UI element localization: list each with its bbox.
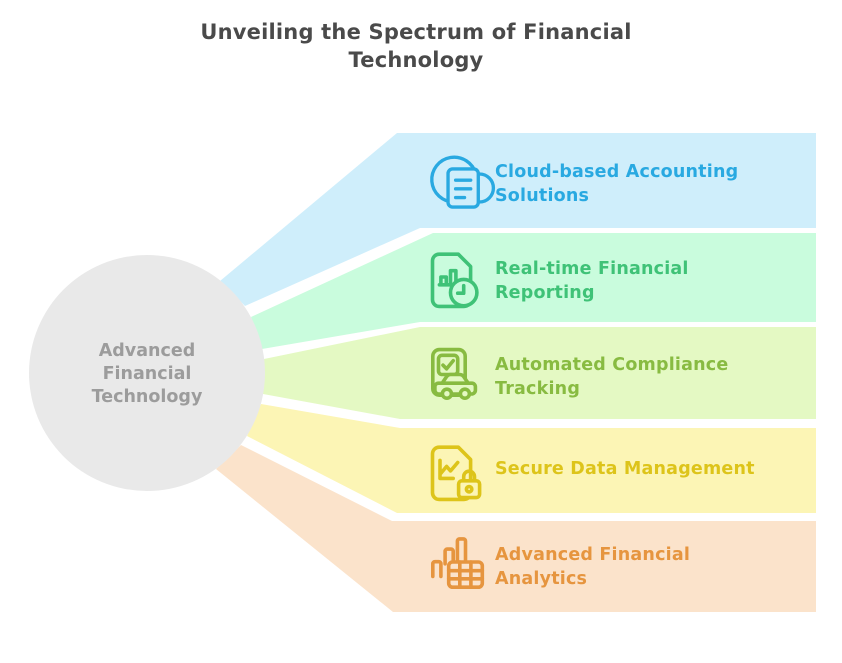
band-label-line-1: Cloud-based Accounting — [495, 162, 738, 182]
line-chart — [438, 458, 460, 481]
band-label-line-1: Automated Compliance — [495, 355, 728, 375]
cloud-outline — [430, 155, 496, 204]
band-label-line-1: Real-time Financial — [495, 259, 689, 279]
band-realtime-reporting: Real-time Financial Reporting — [251, 233, 816, 349]
band-shape — [263, 327, 816, 419]
center-label-line-1: Advanced — [99, 341, 196, 361]
table-grid — [446, 560, 485, 589]
band-financial-analytics: Advanced Financial Analytics — [216, 445, 816, 612]
cloud-document-icon — [430, 155, 496, 209]
band-label-line-2: Tracking — [495, 379, 580, 399]
band-compliance-tracking: Automated Compliance Tracking — [263, 327, 816, 419]
bar-chart-bars — [431, 537, 468, 579]
bar-chart-table-icon — [431, 537, 485, 589]
clock-hands — [455, 283, 466, 295]
center-label-line-3: Technology — [92, 387, 203, 407]
page-title-line-1: Unveiling the Spectrum of Financial — [200, 20, 631, 44]
lock-body — [456, 479, 482, 500]
band-shape — [247, 404, 816, 513]
checklist-card-car-icon — [430, 347, 478, 400]
band-shape — [220, 133, 816, 306]
document-chart-lock-icon — [430, 445, 482, 502]
document-chart-clock-icon — [430, 252, 479, 309]
band-shape — [216, 445, 816, 612]
band-label-line-1: Secure Data Management — [495, 459, 755, 479]
band-label-line-2: Analytics — [495, 569, 587, 589]
car-wheel-left — [440, 387, 454, 400]
band-cloud-accounting: Cloud-based Accounting Solutions — [220, 133, 816, 306]
check-mark — [441, 358, 455, 371]
car-wheel-right — [458, 387, 472, 400]
band-label-line-1: Advanced Financial — [495, 545, 690, 565]
center-node: Advanced Financial Technology — [29, 255, 265, 491]
center-label-line-2: Financial — [103, 364, 192, 384]
center-circle — [29, 255, 265, 491]
lock-keyhole — [464, 484, 474, 494]
lock-shackle — [461, 469, 477, 483]
band-shape — [251, 233, 816, 349]
band-secure-data: Secure Data Management — [247, 404, 816, 513]
document-lines — [453, 178, 473, 200]
table-outline — [446, 560, 485, 589]
page-title-line-2: Technology — [349, 48, 484, 72]
band-label-line-2: Solutions — [495, 186, 589, 206]
band-label-line-2: Reporting — [495, 283, 595, 303]
